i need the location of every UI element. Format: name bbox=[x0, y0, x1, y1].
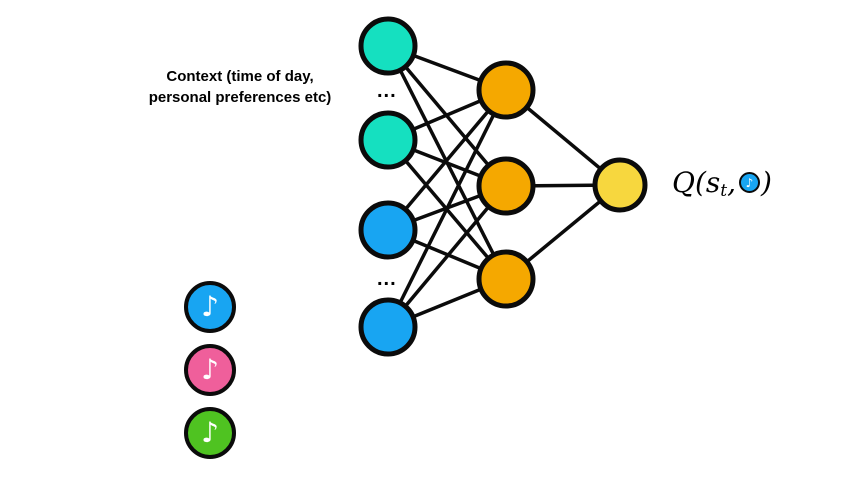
context-label: Context (time of day, personal preferenc… bbox=[118, 66, 362, 108]
music-note-glyph: ♪ bbox=[745, 175, 754, 190]
input-node-3 bbox=[358, 200, 418, 260]
q-label-comma: , bbox=[727, 166, 736, 199]
hidden-node-3 bbox=[476, 249, 536, 309]
input-ellipsis-bottom: ... bbox=[377, 268, 397, 290]
edge-in4-h1 bbox=[386, 89, 508, 328]
input-node-1 bbox=[358, 16, 418, 76]
q-label-subscript: t bbox=[720, 180, 728, 201]
music-note-glyph: ♪ bbox=[201, 290, 219, 323]
music-note-icon: ♪ bbox=[739, 172, 760, 193]
input-node-2 bbox=[358, 110, 418, 170]
music-note-icon: ♪ bbox=[184, 281, 236, 333]
hidden-node-1 bbox=[476, 60, 536, 120]
q-label-prefix: Q(s bbox=[672, 166, 721, 199]
q-label-suffix: ) bbox=[761, 166, 772, 199]
hidden-node-2 bbox=[476, 156, 536, 216]
song-options-list: ♪ ♪ ♪ bbox=[184, 281, 236, 459]
music-note-glyph: ♪ bbox=[201, 353, 219, 386]
edge-in4-h2 bbox=[386, 184, 508, 329]
input-node-4 bbox=[358, 297, 418, 357]
context-label-line2: personal preferences etc) bbox=[148, 89, 332, 106]
context-label-line1: Context (time of day, bbox=[166, 68, 314, 85]
music-note-glyph: ♪ bbox=[201, 416, 219, 449]
music-note-icon: ♪ bbox=[184, 344, 236, 396]
edge-in3-h1 bbox=[386, 88, 508, 232]
output-node-1 bbox=[592, 157, 648, 213]
music-note-icon: ♪ bbox=[184, 407, 236, 459]
input-ellipsis-top: ... bbox=[377, 80, 397, 102]
q-value-label: Q(s t , ♪ ) bbox=[672, 166, 772, 201]
